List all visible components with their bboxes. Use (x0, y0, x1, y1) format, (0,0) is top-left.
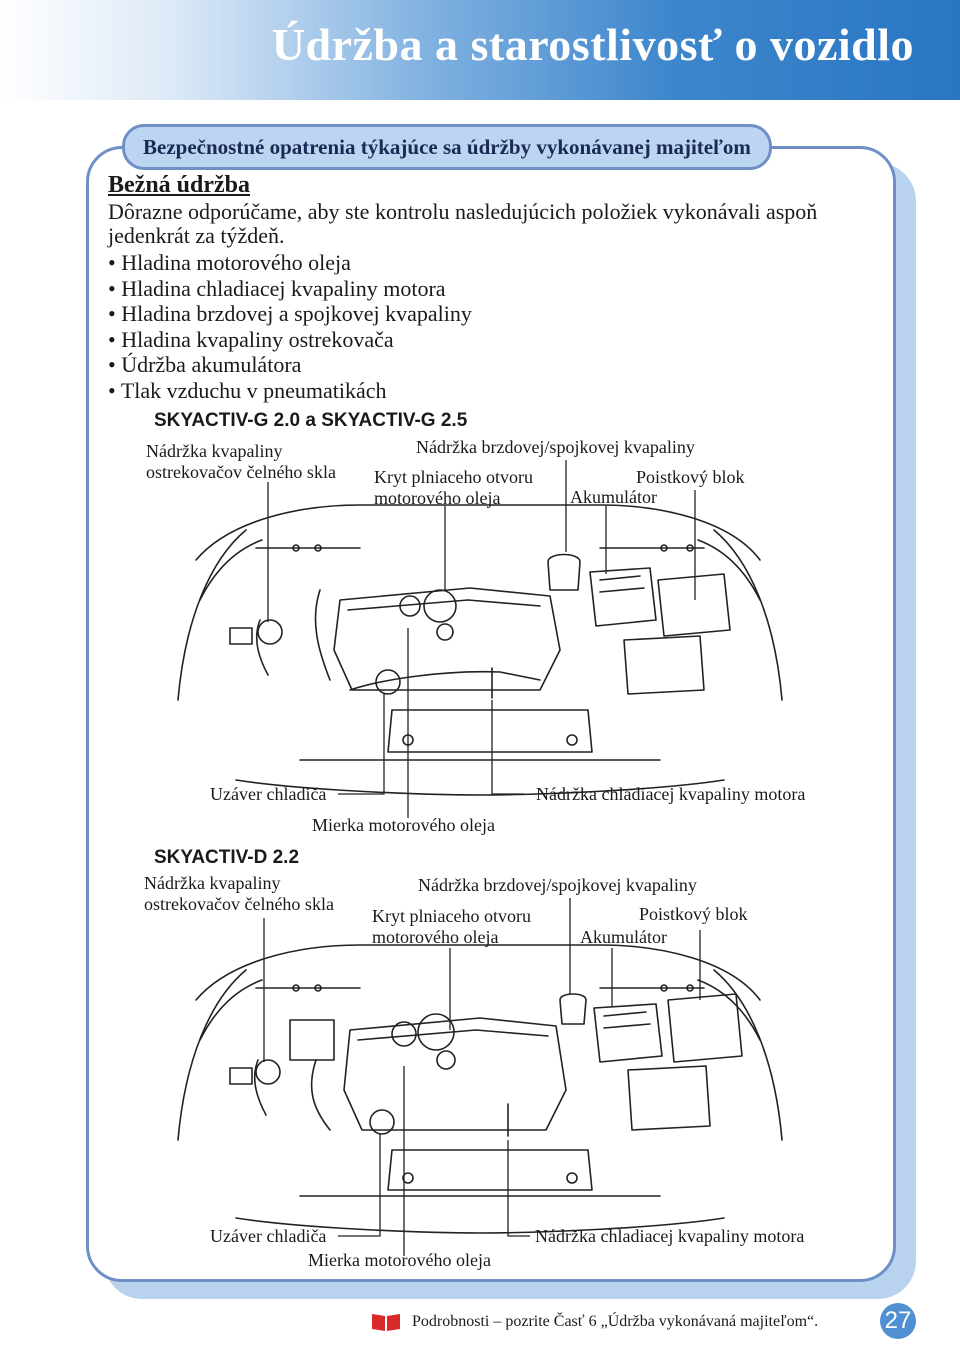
label-battery: Akumulátor (570, 487, 657, 508)
footer-note: Podrobnosti – pozrite Časť 6 „Údržba vyk… (370, 1310, 818, 1334)
label-line: Nádržka kvapaliny (146, 441, 336, 462)
label-brake-reservoir: Nádržka brzdovej/spojkovej kvapaliny (418, 875, 697, 896)
label-fuse-block: Poistkový blok (636, 467, 745, 488)
label-line: motorového oleja (374, 488, 533, 509)
engine-bay-figure-2 (178, 945, 782, 1233)
page-number: 27 (880, 1303, 916, 1339)
label-line: ostrekovačov čelného skla (146, 462, 336, 483)
label-line: Nádržka kvapaliny (144, 873, 334, 894)
figure-2-title: SKYACTIV-D 2.2 (154, 847, 299, 869)
label-coolant-reservoir: Nádržka chladiacej kvapaliny motora (535, 1226, 804, 1247)
label-dipstick: Mierka motorového oleja (312, 815, 495, 836)
figure-1-title: SKYACTIV-G 2.0 a SKYACTIV-G 2.5 (154, 410, 467, 432)
label-radiator-cap: Uzáver chladiča (210, 784, 326, 805)
label-brake-reservoir: Nádržka brzdovej/spojkovej kvapaliny (416, 437, 695, 458)
footer-text: Podrobnosti – pozrite Časť 6 „Údržba vyk… (412, 1313, 818, 1331)
book-icon (370, 1311, 402, 1333)
label-line: Kryt plniaceho otvoru (372, 906, 531, 927)
label-line: Kryt plniaceho otvoru (374, 467, 533, 488)
label-line: ostrekovačov čelného skla (144, 894, 334, 915)
label-battery: Akumulátor (580, 927, 667, 948)
label-line: motorového oleja (372, 927, 531, 948)
label-dipstick: Mierka motorového oleja (308, 1250, 491, 1271)
label-fuse-block: Poistkový blok (639, 904, 748, 925)
label-coolant-reservoir: Nádržka chladiacej kvapaliny motora (536, 784, 805, 805)
label-radiator-cap: Uzáver chladiča (210, 1226, 326, 1247)
